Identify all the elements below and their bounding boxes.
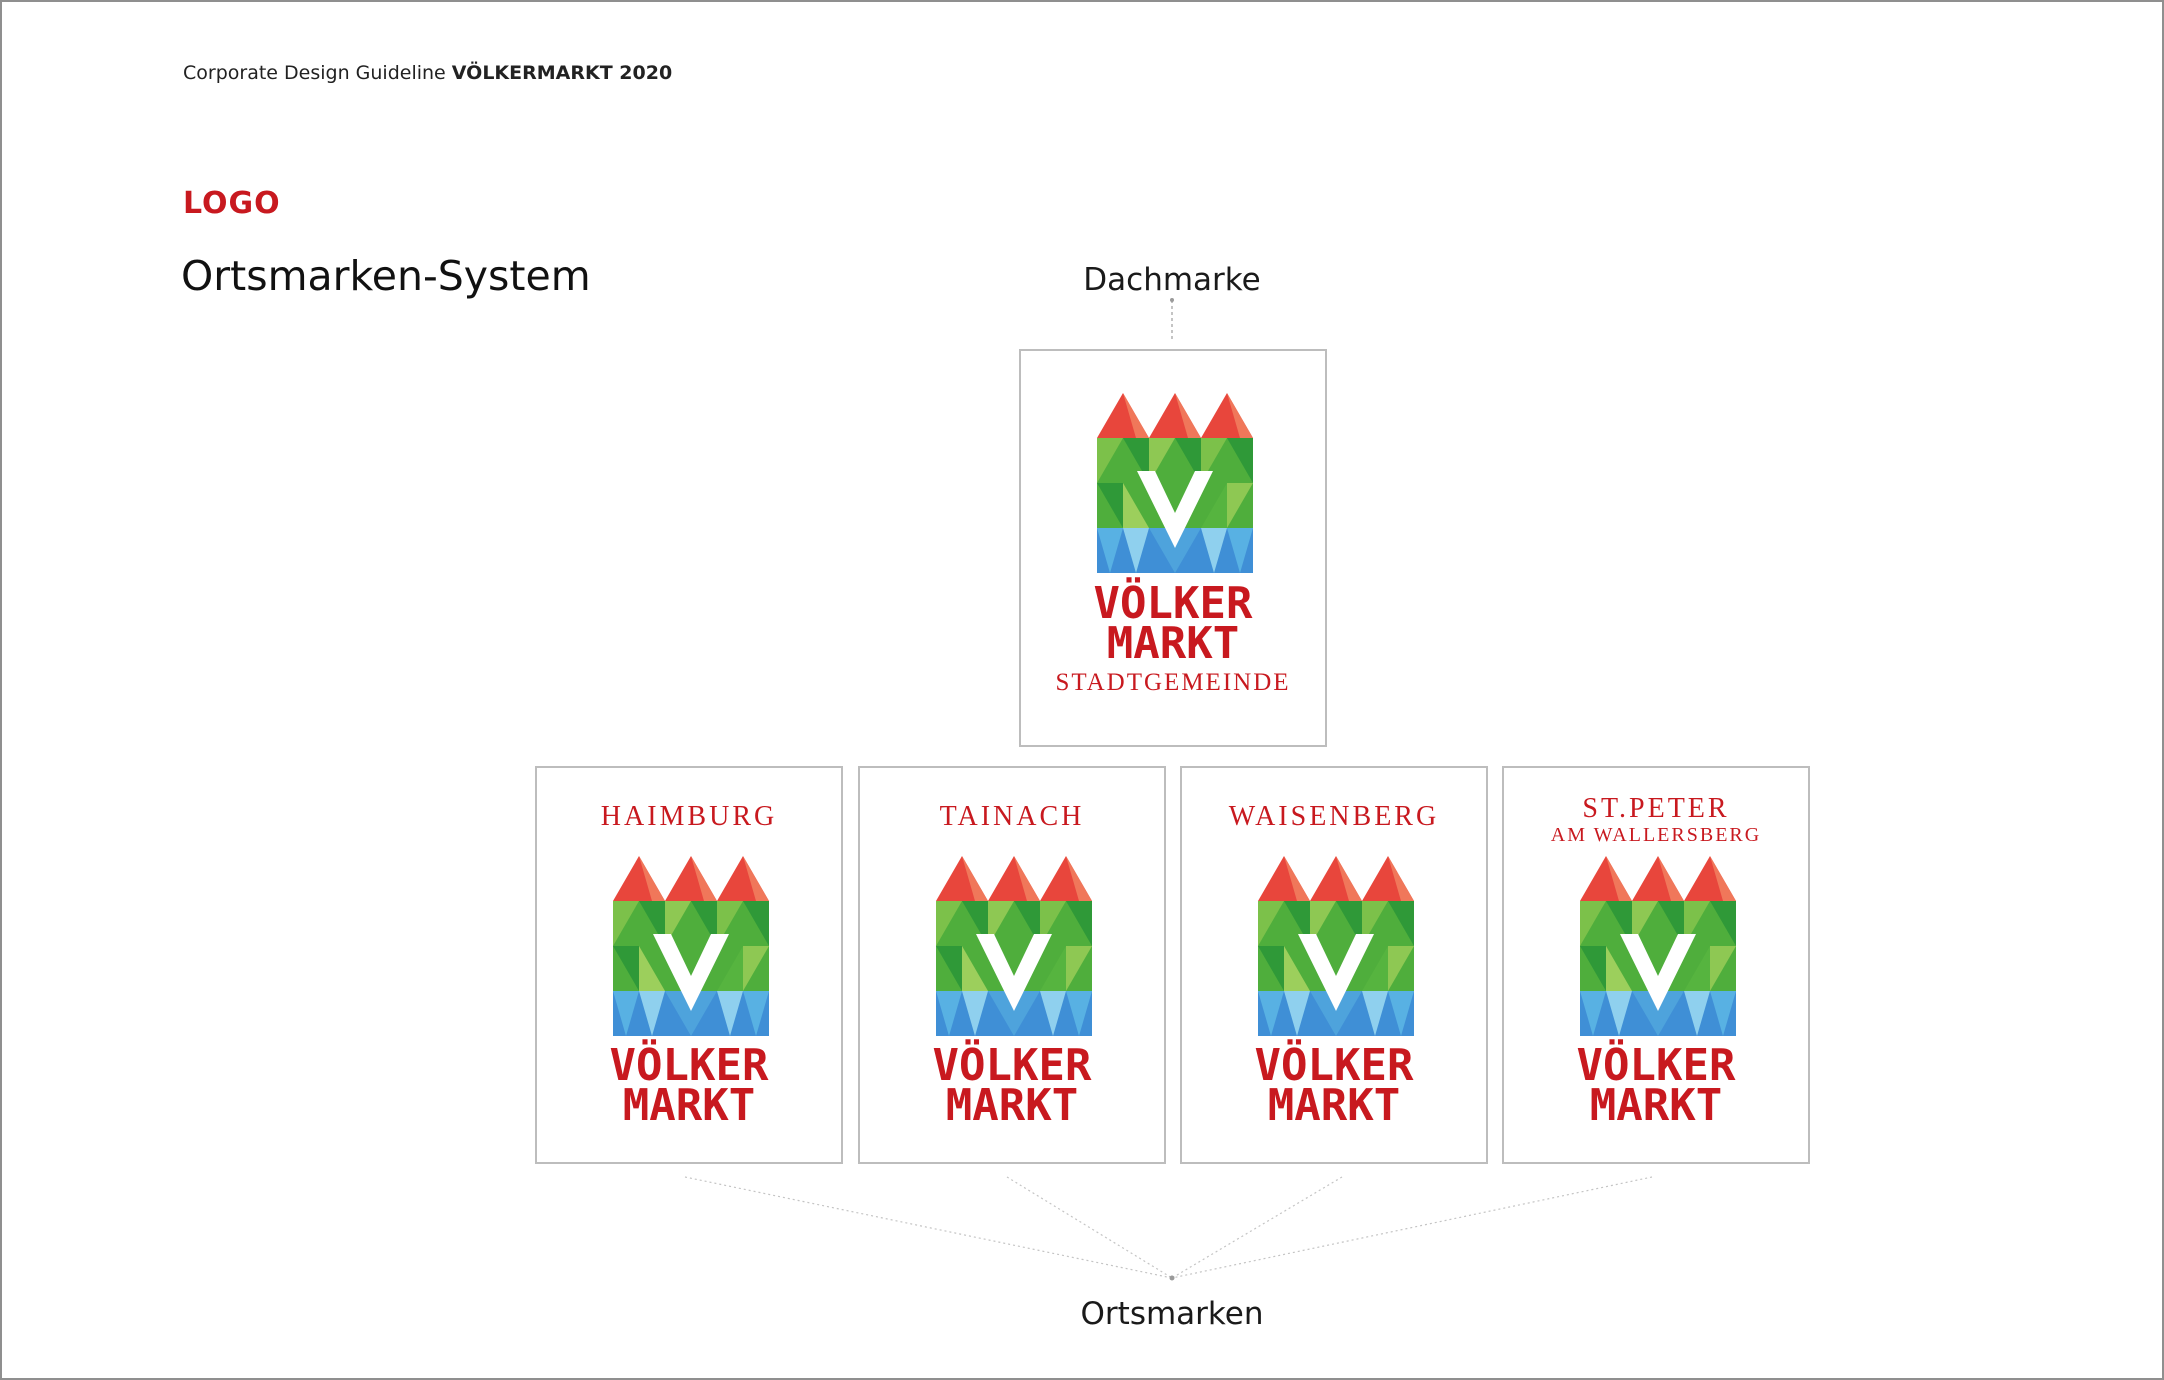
place-name: WAISENBERG [1228, 801, 1440, 832]
wordmark-line1: VÖLKER [1093, 578, 1253, 629]
place-name-sub: AM WALLERSBERG [1550, 824, 1762, 846]
dachmarke-caption: Dachmarke [1083, 262, 1261, 298]
ortsmarke-card-haimburg: HAIMBURG VÖLKER MARKT [535, 766, 843, 1164]
place-name: TAINACH [939, 801, 1085, 832]
castle-v-emblem-icon [936, 856, 1092, 1036]
page-title: Ortsmarken-System [181, 252, 591, 300]
ortsmarke-card-st-peter: ST.PETER AM WALLERSBERG VÖLKER MARKT [1502, 766, 1810, 1164]
wordmark: VÖLKER MARKT [1504, 1040, 1808, 1131]
dachmarke-logo-card: VÖLKER MARKT STADTGEMEINDE [1019, 349, 1327, 747]
header-prefix: Corporate Design Guideline [183, 62, 446, 84]
ortsmarken-caption: Ortsmarken [1080, 1296, 1264, 1332]
place-name: ST.PETER [1582, 793, 1730, 824]
wordmark-line1: VÖLKER [1254, 1040, 1414, 1091]
wordmark: VÖLKER MARKT [1021, 578, 1325, 669]
wordmark-line1: VÖLKER [609, 1040, 769, 1091]
wordmark: VÖLKER MARKT [1182, 1040, 1486, 1131]
wordmark-line2: MARKT [622, 1080, 756, 1131]
wordmark-line2: MARKT [1267, 1080, 1401, 1131]
section-label: LOGO [183, 186, 281, 221]
ortsmarke-card-waisenberg: WAISENBERG VÖLKER MARKT [1180, 766, 1488, 1164]
place-name: HAIMBURG [600, 801, 778, 832]
wordmark-line1: VÖLKER [1576, 1040, 1736, 1091]
emblem-green-body [1097, 438, 1253, 528]
emblem-towers [1097, 393, 1253, 438]
castle-v-emblem-icon [1258, 856, 1414, 1036]
castle-v-emblem-icon [1580, 856, 1736, 1036]
wordmark-line2: MARKT [945, 1080, 1079, 1131]
emblem-v-mark [1137, 471, 1213, 548]
header-suffix: VÖLKERMARKT 2020 [451, 62, 673, 84]
wordmark: VÖLKER MARKT [537, 1040, 841, 1131]
ortsmarke-card-tainach: TAINACH VÖLKER MARKT [858, 766, 1166, 1164]
wordmark-line1: VÖLKER [932, 1040, 1092, 1091]
logo-subtitle: STADTGEMEINDE [1055, 669, 1291, 696]
wordmark-line2: MARKT [1106, 618, 1240, 669]
wordmark: VÖLKER MARKT [860, 1040, 1164, 1131]
castle-v-emblem-icon [1097, 393, 1253, 573]
document-header: Corporate Design Guideline VÖLKERMARKT 2… [183, 62, 672, 84]
wordmark-line2: MARKT [1589, 1080, 1723, 1131]
castle-v-emblem-icon [613, 856, 769, 1036]
